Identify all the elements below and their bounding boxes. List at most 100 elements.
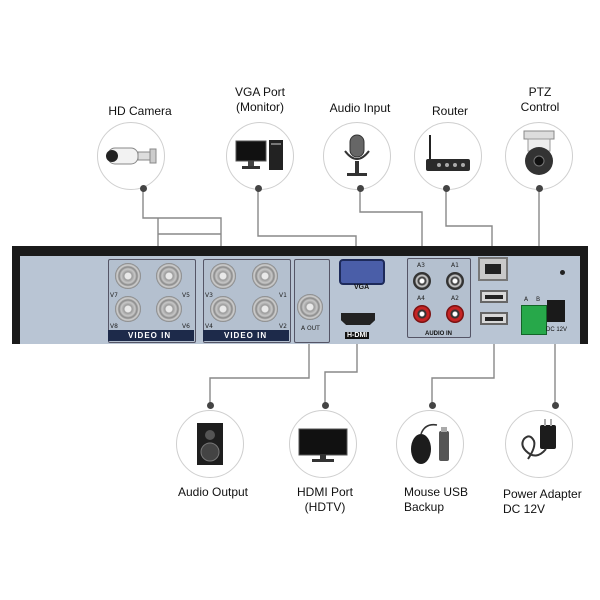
- speaker-icon: [197, 423, 223, 465]
- camera-icon: [106, 147, 157, 165]
- bnc-port-v7[interactable]: [115, 263, 141, 289]
- vga-port[interactable]: [339, 259, 385, 285]
- panel-top-edge: [12, 246, 588, 256]
- vga-label: VGA: [354, 284, 370, 291]
- ethernet-port[interactable]: [478, 257, 508, 281]
- panel-right-edge: [580, 246, 588, 344]
- power-adapter-label-line1: Power Adapter: [503, 487, 582, 501]
- vga-port-label: VGA Port (Monitor): [210, 85, 310, 115]
- audio-in-label: AUDIO IN: [425, 331, 452, 337]
- wire-hdmi: [324, 330, 358, 406]
- video-in-left-strip: [108, 330, 194, 341]
- video-in-right-label: VIDEO IN: [224, 331, 268, 340]
- label-v5: V5: [182, 292, 190, 299]
- audio-output-label: Audio Output: [177, 485, 249, 499]
- hdmi-tv-circle: [289, 410, 357, 478]
- label-a2: A2: [451, 295, 459, 302]
- label-b-terminal: B: [536, 296, 541, 303]
- label-a-terminal: A: [524, 296, 529, 303]
- wire-hd-camera: [142, 188, 222, 262]
- hdmi-port-label-line2: (HDTV): [304, 500, 346, 514]
- ground-screw: [560, 270, 565, 275]
- bnc-port-v8[interactable]: [115, 296, 141, 322]
- tv-icon: [298, 428, 348, 462]
- hd-camera-dot: [140, 185, 147, 192]
- rca-port-a3[interactable]: [413, 272, 431, 290]
- usb-port-top[interactable]: [480, 290, 508, 303]
- wire-mouse: [431, 330, 495, 406]
- power-adapter-label: Power Adapter DC 12V: [503, 487, 599, 517]
- label-v7: V7: [110, 292, 118, 299]
- bnc-port-v6[interactable]: [156, 296, 182, 322]
- bnc-port-v4[interactable]: [210, 296, 236, 322]
- wire-router: [445, 188, 493, 257]
- rca-port-a4[interactable]: [413, 305, 431, 323]
- monitor-pc-icon: [235, 140, 283, 170]
- mouse-usb-label-line2: Backup: [404, 500, 445, 514]
- audio-input-circle: [323, 122, 391, 190]
- label-a3: A3: [417, 262, 425, 269]
- ptz-camera-icon: [523, 130, 555, 175]
- label-v1: V1: [279, 292, 287, 299]
- router-circle: [414, 122, 482, 190]
- bnc-port-v1[interactable]: [252, 263, 278, 289]
- dc-power-jack[interactable]: [547, 300, 565, 322]
- mouse-usb-label-line1: Mouse USB: [404, 485, 469, 499]
- label-a1: A1: [451, 262, 459, 269]
- audio-output-circle: [176, 410, 244, 478]
- audio-input-label: Audio Input: [329, 101, 391, 115]
- mouse-usb-circle: [396, 410, 464, 478]
- audio-in-group: [407, 258, 471, 338]
- bnc-port-v5[interactable]: [156, 263, 182, 289]
- video-in-right-strip: [203, 330, 289, 341]
- hdmi-port[interactable]: [341, 313, 375, 325]
- usb-port-bottom[interactable]: [480, 312, 508, 325]
- power-adapter-label-line2: DC 12V: [503, 502, 546, 516]
- hdmi-port-label-line1: HDMI Port: [296, 485, 353, 499]
- power-dot: [552, 402, 559, 409]
- label-v6: V6: [182, 323, 190, 330]
- bnc-port-v2[interactable]: [252, 296, 278, 322]
- power-adapter-icon: [521, 419, 556, 460]
- mouse-dot: [429, 402, 436, 409]
- router-label: Router: [431, 104, 469, 118]
- router-dot: [443, 185, 450, 192]
- audio-input-dot: [357, 185, 364, 192]
- label-v3: V3: [205, 292, 213, 299]
- hd-camera-circle: [97, 122, 165, 190]
- ptz-label-line2: Control: [520, 100, 560, 114]
- video-in-left-label: VIDEO IN: [128, 331, 172, 340]
- wire-audio-input: [359, 188, 423, 262]
- ptz-circle: [505, 122, 573, 190]
- hdmi-label: H-DMI: [345, 332, 370, 339]
- hd-camera-label: HD Camera: [108, 104, 172, 118]
- hdmi-port-label: HDMI Port (HDTV): [275, 485, 375, 515]
- label-a4: A4: [417, 295, 425, 302]
- label-a-out: A OUT: [301, 325, 320, 332]
- ptz-dot: [536, 185, 543, 192]
- audio-output-dot: [207, 402, 214, 409]
- dc12v-label: DC 12V: [546, 327, 568, 333]
- label-v4: V4: [205, 323, 213, 330]
- power-adapter-circle: [505, 410, 573, 478]
- bnc-port-audio-out[interactable]: [297, 294, 323, 320]
- vga-port-label-line1: VGA Port: [234, 85, 286, 99]
- mouse-usb-icon: [411, 423, 449, 464]
- hdmi-dot: [322, 402, 329, 409]
- rca-port-a1[interactable]: [446, 272, 464, 290]
- label-v2: V2: [279, 323, 287, 330]
- vga-monitor-circle: [226, 122, 294, 190]
- wire-audio-output: [209, 313, 310, 406]
- vga-port-label-line2: (Monitor): [235, 100, 284, 114]
- router-icon: [426, 135, 470, 171]
- label-v8: V8: [110, 323, 118, 330]
- bnc-port-v3[interactable]: [210, 263, 236, 289]
- ptz-terminal-block[interactable]: [521, 305, 547, 335]
- mouse-usb-label: Mouse USB Backup: [404, 485, 494, 515]
- panel-left-edge: [12, 246, 20, 344]
- ptz-label-line1: PTZ: [528, 85, 552, 99]
- microphone-icon: [344, 134, 370, 176]
- rca-port-a2[interactable]: [446, 305, 464, 323]
- vga-dot: [255, 185, 262, 192]
- ptz-label: PTZ Control: [490, 85, 590, 115]
